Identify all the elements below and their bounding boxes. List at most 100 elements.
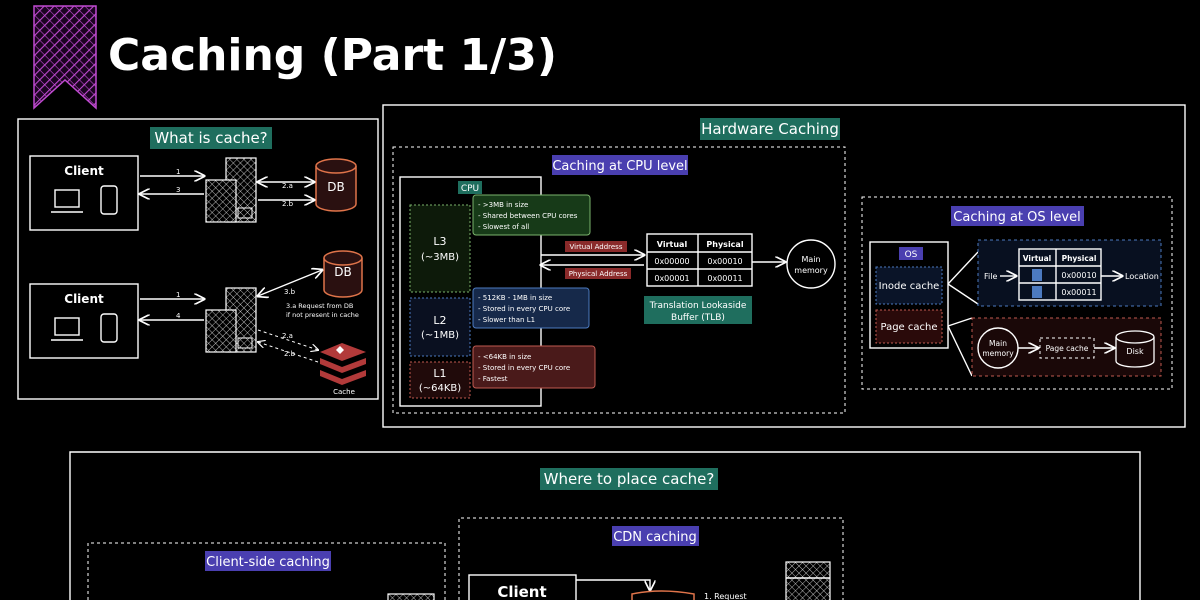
virtual-address-label: Virtual Address (570, 243, 623, 251)
inode-cache-box (875, 266, 943, 305)
cpu-level-title-bg (552, 155, 688, 175)
tlb-row2-virtual: 0x00001 (654, 274, 689, 283)
main-memory-os-line1: Main (989, 339, 1007, 348)
client-label-bottom: Client (64, 292, 104, 306)
file-icon (1032, 286, 1042, 298)
bookmark-icon (33, 5, 97, 110)
client-box-bottom (29, 283, 139, 359)
what-is-cache-title: What is cache? (154, 129, 267, 147)
page-cache-inner-label: Page cache (1046, 344, 1089, 353)
client-box-cdn (468, 574, 577, 600)
tlb-row1-physical: 0x00010 (707, 257, 742, 266)
inode-row1-physical: 0x00010 (1061, 271, 1096, 280)
l2-name: L2 (433, 314, 446, 327)
db-request-note-line2: if not present in cache (286, 311, 359, 319)
tlb-table (646, 233, 753, 287)
server-icon-cdn (785, 561, 831, 600)
l1-note-3: - Fastest (478, 375, 508, 383)
inode-cache-label: Inode cache (879, 281, 940, 292)
inode-header-physical: Physical (1062, 254, 1097, 263)
client-label-cdn: Client (497, 583, 546, 600)
cpu-level-title: Caching at CPU level (552, 159, 687, 174)
tlb-header-virtual: Virtual (657, 240, 688, 249)
page-title: Caching (Part 1/3) (108, 30, 557, 81)
cpu-label: CPU (461, 184, 479, 194)
hardware-caching-panel: Hardware Caching Caching at CPU level CP… (382, 104, 1186, 428)
l1-note-1: - <64KB in size (478, 353, 531, 361)
l2-note-1: - 512KB - 1MB in size (478, 294, 552, 302)
page-cache-detail-box (971, 317, 1162, 377)
db-request-note-line1: 3.a Request from DB (286, 302, 353, 310)
l1-name: L1 (433, 367, 446, 380)
l3-box (409, 204, 471, 293)
client-side-title: Client-side caching (206, 555, 330, 570)
tlb-label-line2: Buffer (TLB) (671, 313, 725, 323)
client-box-top (29, 155, 139, 231)
l3-notes-box (472, 194, 591, 236)
tlb-header-physical: Physical (706, 240, 743, 249)
arrow-label-2b-top: 2.b (282, 200, 294, 208)
laptop-icon (51, 189, 83, 213)
where-to-place-cache-panel: Where to place cache? Client-side cachin… (69, 451, 1141, 600)
l1-notes-box (472, 345, 596, 389)
arrow-label-1-top: 1 (176, 168, 180, 176)
arrow-label-2b-bottom: 2.b (284, 350, 296, 358)
file-icon (1032, 269, 1042, 281)
physical-address-label: Physical Address (569, 270, 628, 278)
disk-icon (1115, 330, 1155, 368)
file-label: File (984, 272, 997, 281)
inode-table (1018, 248, 1102, 301)
arrow-label-3b-bottom: 3.b (284, 288, 296, 296)
client-label-top: Client (64, 164, 104, 178)
page-cache-box (875, 309, 943, 344)
server-icon-bottom (205, 287, 257, 353)
redis-cache-icon (320, 343, 366, 385)
os-box (869, 241, 949, 349)
where-title: Where to place cache? (544, 470, 715, 488)
main-memory-cpu-line1: Main (801, 255, 820, 264)
inode-row2-physical: 0x00011 (1061, 288, 1096, 297)
l2-box (409, 297, 471, 357)
os-level-title-bg (951, 206, 1084, 226)
tlb-row2-physical: 0x00011 (707, 274, 742, 283)
os-level-title: Caching at OS level (953, 210, 1080, 225)
l2-note-2: - Stored in every CPU core (478, 305, 570, 313)
l1-size: (~64KB) (419, 383, 461, 394)
server-icon-top (205, 157, 257, 223)
phone-icon (100, 185, 118, 215)
l3-note-2: - Shared between CPU cores (478, 212, 578, 220)
l3-note-3: - Slowest of all (478, 223, 529, 231)
request-label-cdn: 1. Request (704, 592, 747, 600)
what-is-cache-panel: What is cache? Client DB 1 3 2.a 2.b Cl (17, 118, 379, 400)
hardware-caching-title-bg (700, 118, 840, 140)
l1-note-2: - Stored in every CPU core (478, 364, 570, 372)
cdn-title: CDN caching (613, 530, 697, 545)
database-icon-top (315, 158, 357, 212)
location-label: Location (1125, 272, 1159, 281)
disk-label: Disk (1126, 347, 1144, 356)
l3-note-1: - >3MB in size (478, 201, 528, 209)
l1-box (409, 361, 471, 399)
main-memory-cpu-line2: memory (794, 266, 828, 275)
l3-name: L3 (433, 235, 446, 248)
cdn-title-bg (612, 526, 699, 546)
tlb-row1-virtual: 0x00000 (654, 257, 689, 266)
arrow-label-3-top: 3 (176, 186, 180, 194)
main-memory-os-line2: memory (982, 349, 1014, 358)
page-cache-label: Page cache (880, 322, 937, 333)
l3-size: (~3MB) (421, 252, 459, 263)
where-title-bg (540, 468, 718, 490)
os-label: OS (905, 250, 918, 260)
db-label-bottom: DB (334, 265, 351, 279)
inode-header-virtual: Virtual (1023, 254, 1052, 263)
db-label-top: DB (327, 180, 344, 194)
main-memory-circle-cpu (786, 239, 836, 289)
what-is-cache-title-bg (150, 127, 272, 149)
arrow-label-1-bottom: 1 (176, 291, 180, 299)
server-icon-client-side (387, 593, 435, 600)
l2-notes-box (472, 287, 590, 329)
page-cache-inner-box (1039, 337, 1095, 359)
laptop-icon (51, 317, 83, 341)
cdn-cache-icon (631, 590, 695, 600)
